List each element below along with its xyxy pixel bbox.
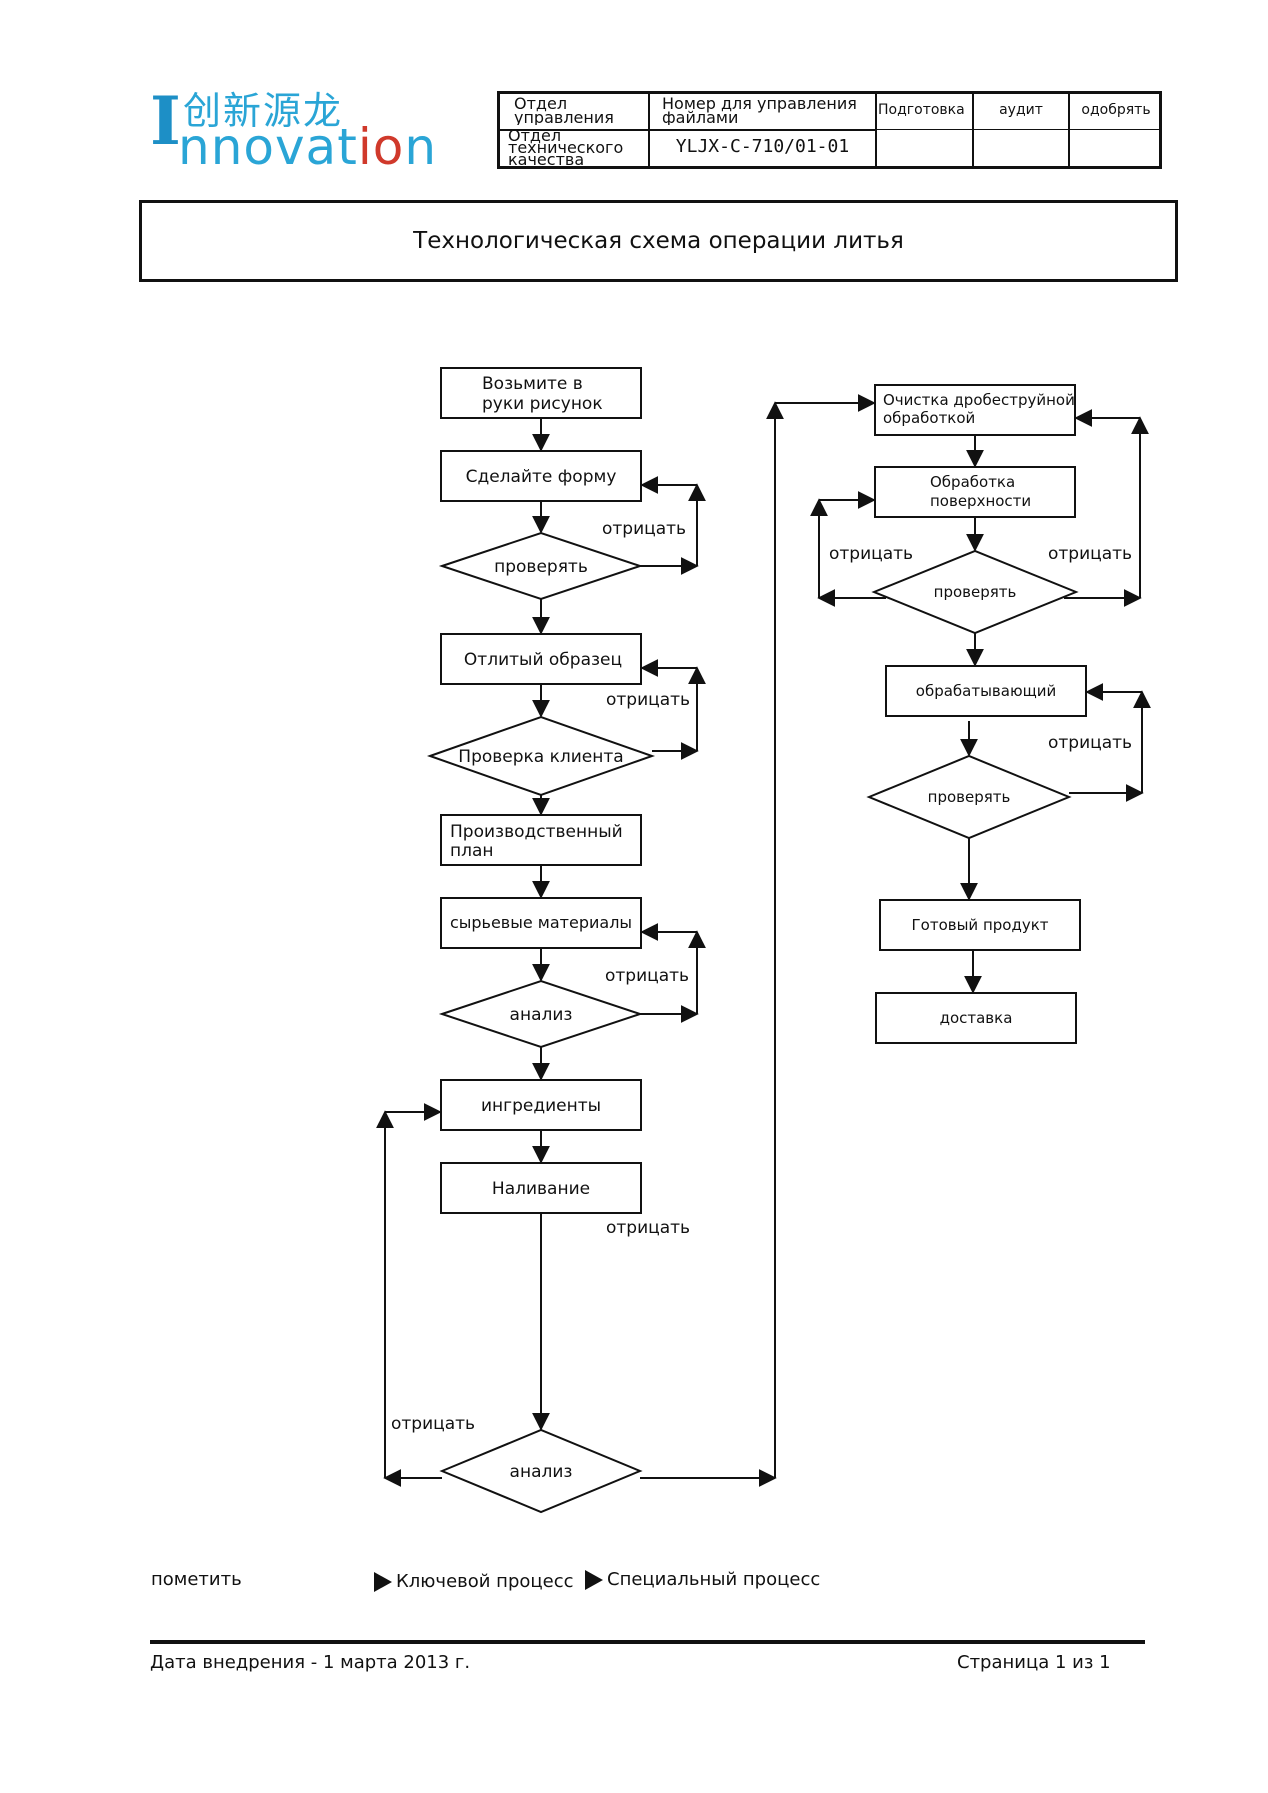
legend-special-process: Специальный процесс	[607, 1569, 821, 1590]
cast-sample-label: Отлитый образец	[464, 650, 622, 670]
special-process-triangle-icon	[585, 1570, 603, 1590]
check1-label: проверять	[494, 557, 588, 577]
reject-label-1: отрицать	[602, 519, 686, 539]
check3-diamond	[866, 754, 1072, 840]
check3-label: проверять	[928, 788, 1011, 806]
reject-label-7: отрицать	[1048, 544, 1132, 564]
analysis1-label: анализ	[510, 1005, 573, 1025]
document-control-table: Отдел управления Номер для управления фа…	[497, 91, 1162, 169]
delivery-label: доставка	[940, 1009, 1013, 1027]
page-number: Страница 1 из 1	[957, 1652, 1111, 1673]
file-number-label: Номер для управления файлами	[662, 97, 857, 125]
document-title-box: Технологическая схема операции литья	[139, 200, 1178, 282]
logo-chinese-text: 创新源龙	[183, 89, 344, 133]
shot-blasting-line1: Очистка дробеструйной	[883, 391, 1075, 409]
reject-label-2: отрицать	[606, 690, 690, 710]
make-mold-label: Сделайте форму	[466, 467, 617, 487]
client-check-diamond	[426, 715, 656, 797]
shot-blasting-line2: обработкой	[883, 409, 975, 427]
reject-label-5: отрицать	[391, 1414, 475, 1434]
legend-key-process: Ключевой процесс	[396, 1571, 574, 1592]
preparation-label: Подготовка	[878, 103, 965, 117]
company-logo: 创新源龙 I nnovation	[150, 80, 436, 172]
file-number-value: YLJX-C-710/01-01	[675, 136, 850, 157]
reject-label-6: отрицать	[829, 544, 913, 564]
surface-treatment-line2: поверхности	[930, 492, 1031, 510]
surface-treatment-line1: Обработка	[930, 473, 1015, 491]
analysis2-label: анализ	[510, 1462, 573, 1482]
take-drawing-line2: руки рисунок	[482, 394, 603, 414]
reject-label-8: отрицать	[1048, 733, 1132, 753]
dept-value: Отдел технического качества	[508, 130, 624, 166]
reject-label-4: отрицать	[606, 1218, 690, 1238]
key-process-triangle-icon	[374, 1572, 392, 1592]
approve-label: одобрять	[1081, 103, 1151, 117]
analysis2-diamond	[439, 1428, 643, 1514]
ingredients-label: ингредиенты	[481, 1096, 601, 1116]
check2-label: проверять	[934, 583, 1017, 601]
footer-divider	[150, 1640, 1145, 1644]
check2-diamond	[871, 549, 1079, 635]
production-plan-line1: Производственный	[450, 822, 623, 842]
implementation-date: Дата внедрения - 1 марта 2013 г.	[150, 1652, 471, 1673]
dept-label: Отдел управления	[514, 97, 614, 125]
logo-english-text: nnovation	[178, 118, 438, 176]
finished-product-box	[879, 899, 1081, 951]
production-plan-line2: план	[450, 841, 494, 861]
finished-product-label: Готовый продукт	[912, 916, 1049, 934]
pouring-label: Наливание	[492, 1179, 590, 1199]
raw-materials-label: сырьевые материалы	[450, 913, 632, 932]
machining-label: обрабатывающий	[916, 682, 1056, 700]
document-title: Технологическая схема операции литья	[413, 228, 904, 254]
legend-mark-label: пометить	[151, 1569, 242, 1590]
logo-initial: I	[150, 82, 181, 160]
audit-label: аудит	[999, 103, 1043, 117]
reject-label-3: отрицать	[605, 966, 689, 986]
take-drawing-line1: Возьмите в	[482, 374, 583, 394]
client-check-label: Проверка клиента	[458, 747, 623, 767]
